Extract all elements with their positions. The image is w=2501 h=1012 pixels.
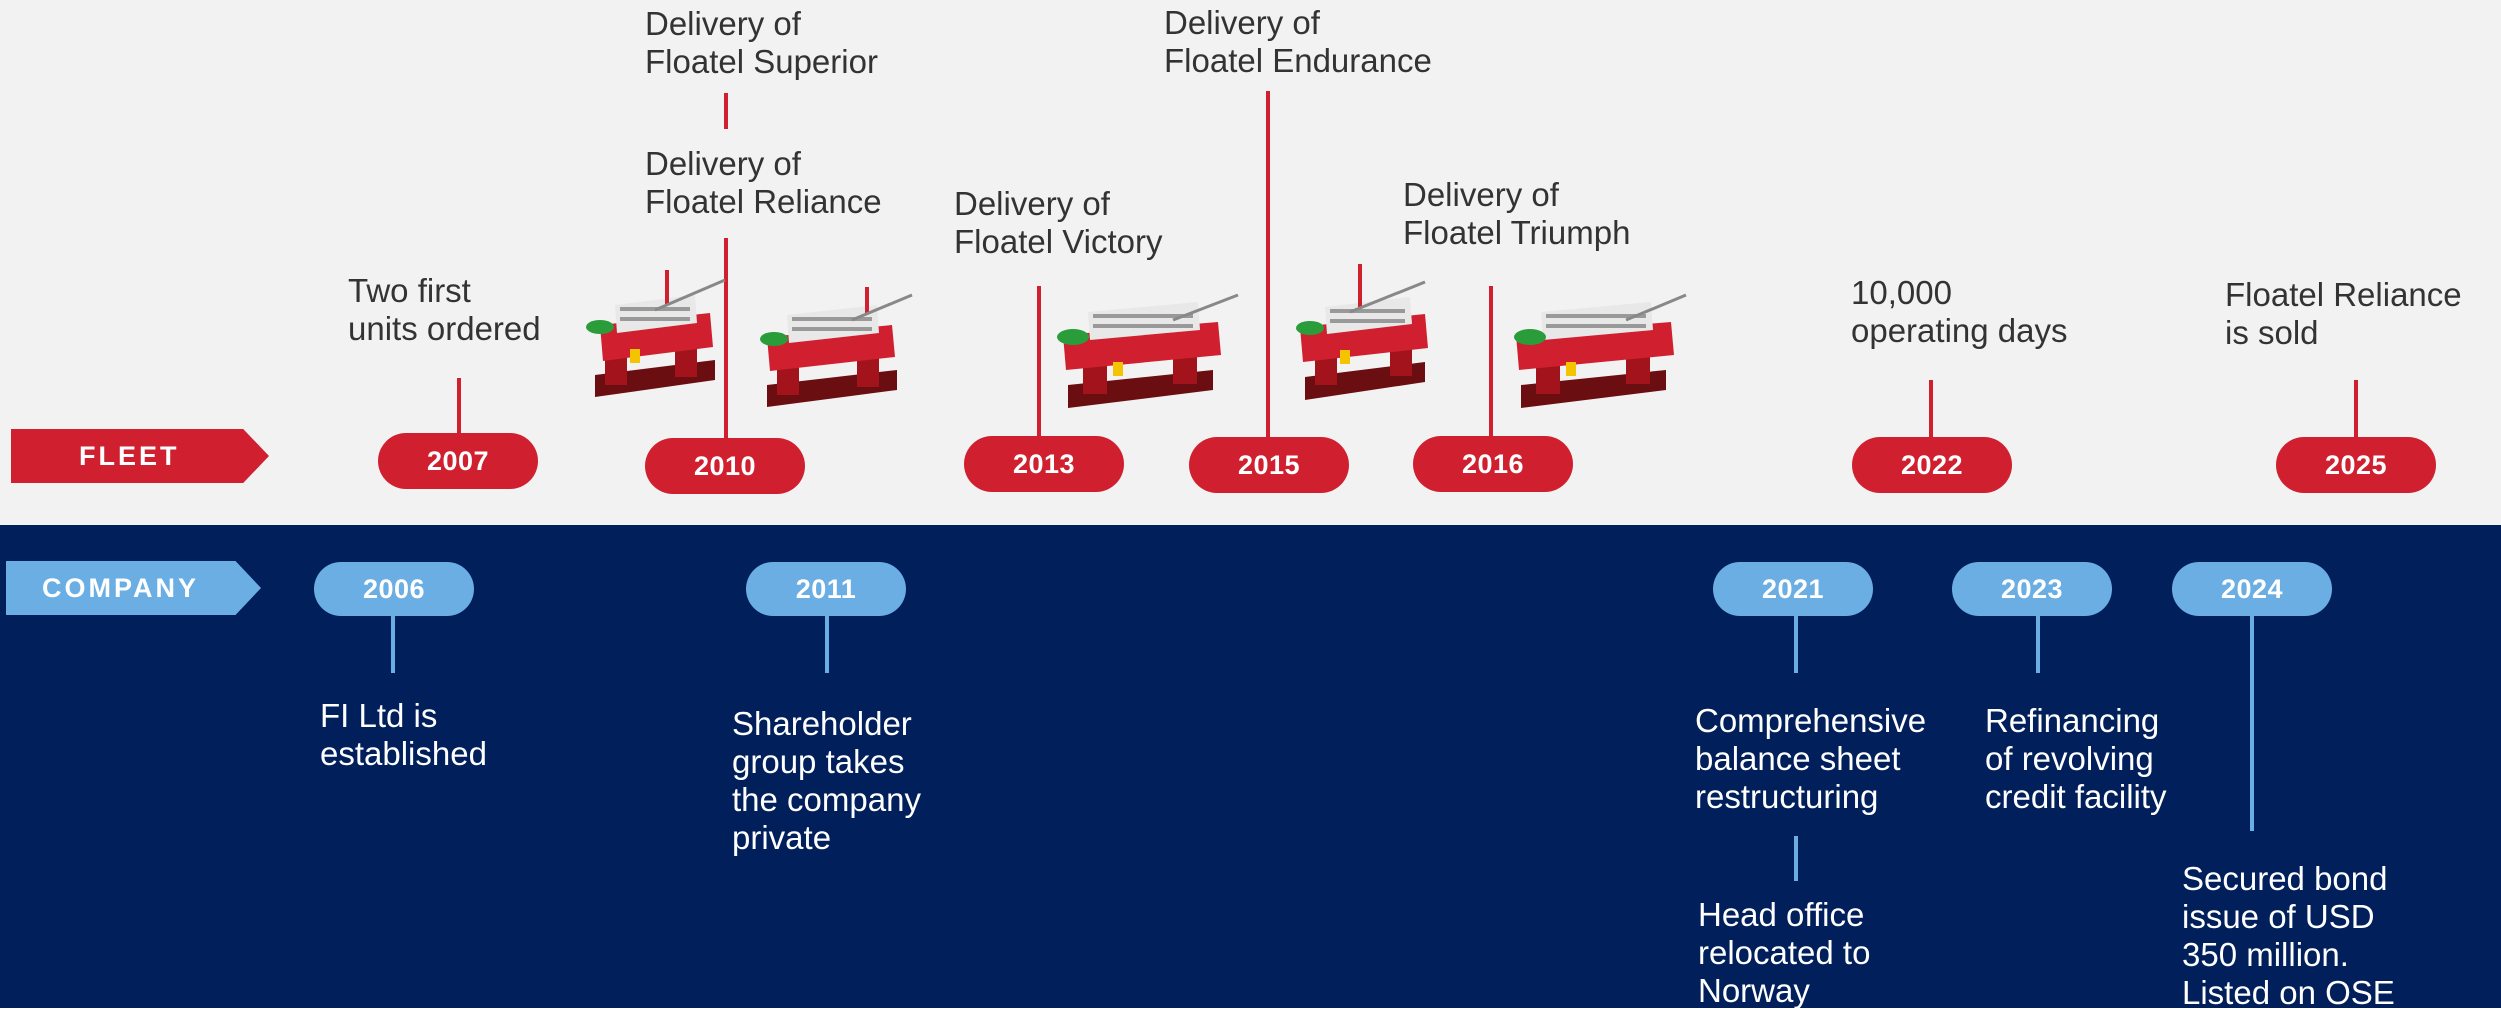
year-pill: 2024	[2172, 562, 2332, 616]
connector-line	[1266, 91, 1270, 437]
connector-line	[825, 616, 829, 673]
connector-line	[2036, 616, 2040, 673]
rig-icon	[1057, 293, 1239, 408]
connector-line	[1489, 286, 1493, 436]
connector-line	[457, 378, 461, 433]
fleet-event-label: Two first units ordered	[348, 272, 541, 347]
fleet-event-label: Delivery of Floatel Endurance	[1164, 4, 1432, 79]
fleet-event-label: Floatel Reliance is sold	[2225, 276, 2462, 351]
fleet-event-label: Delivery of Floatel Triumph	[1403, 176, 1631, 251]
connector-line	[1794, 616, 1798, 673]
company-event-label: Head office relocated to Norway	[1698, 896, 1871, 1009]
rig-icon	[760, 287, 913, 407]
rig-icon	[586, 270, 726, 397]
connector-line	[2250, 616, 2254, 831]
company-event-label: Comprehensive balance sheet restructurin…	[1695, 702, 1927, 815]
year-pill: 2015	[1189, 437, 1349, 493]
year-pill: 2010	[645, 438, 805, 494]
year-pill: 2006	[314, 562, 474, 616]
year-pill: 2023	[1952, 562, 2112, 616]
year-pill: 2007	[378, 433, 538, 489]
fleet-event-label: Delivery of Floatel Reliance	[645, 145, 882, 220]
connector-line	[2354, 380, 2358, 437]
rig-icon	[1514, 293, 1687, 408]
year-pill: 2022	[1852, 437, 2012, 493]
rig-icon	[1296, 264, 1428, 400]
fleet-event-label: 10,000 operating days	[1851, 274, 2068, 349]
year-pill: 2016	[1413, 436, 1573, 492]
year-pill: 2013	[964, 436, 1124, 492]
company-lane-tag: COMPANY	[6, 561, 261, 615]
year-pill: 2011	[746, 562, 906, 616]
company-event-label: Refinancing of revolving credit facility	[1985, 702, 2167, 815]
company-event-label: Shareholder group takes the company priv…	[732, 705, 921, 856]
connector-line	[391, 616, 395, 673]
connector-line	[724, 238, 728, 438]
year-pill: 2025	[2276, 437, 2436, 493]
company-event-label: Secured bond issue of USD 350 million. L…	[2182, 860, 2395, 1011]
year-pill: 2021	[1713, 562, 1873, 616]
fleet-lane-tag: FLEET	[11, 429, 269, 483]
connector-line	[1929, 380, 1933, 437]
connector-line	[724, 93, 728, 129]
fleet-event-label: Delivery of Floatel Victory	[954, 185, 1163, 260]
fleet-event-label: Delivery of Floatel Superior	[645, 5, 878, 80]
connector-line	[1794, 836, 1798, 881]
connector-line	[1037, 286, 1041, 436]
company-event-label: FI Ltd is established	[320, 697, 487, 772]
